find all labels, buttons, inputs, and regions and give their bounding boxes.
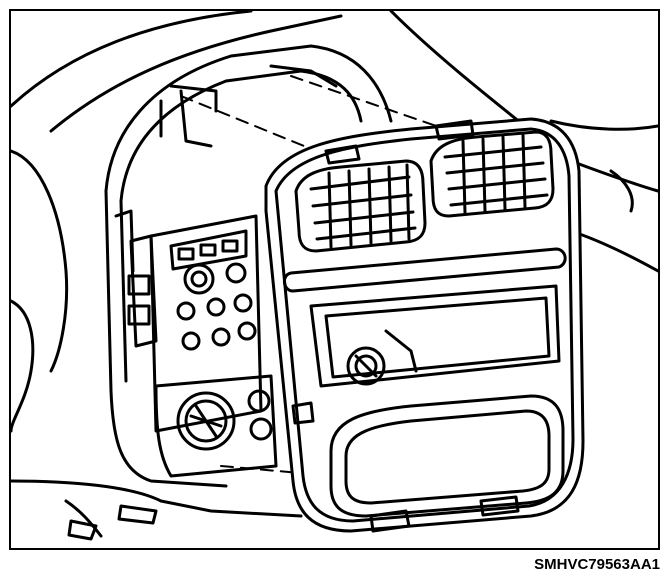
dash-opening <box>104 44 393 488</box>
left-air-vent <box>294 159 427 253</box>
figure-code: SMHVC79563AA1 <box>534 556 660 573</box>
dashboard-exploded-illustration <box>9 9 660 550</box>
rear-climate-dial <box>346 329 418 386</box>
climate-control-section <box>154 374 278 478</box>
trim-bezel <box>264 117 585 533</box>
right-air-vent <box>429 130 555 218</box>
